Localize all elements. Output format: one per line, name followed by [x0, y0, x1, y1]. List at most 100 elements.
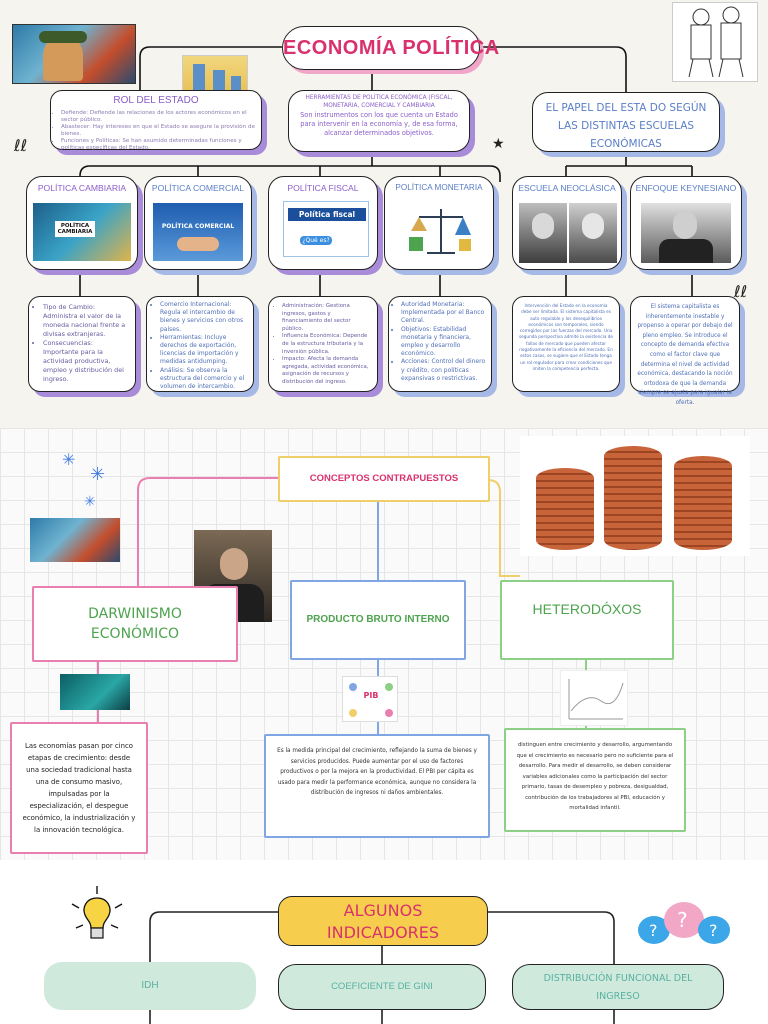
politica-monetaria-desc: Autoridad Monetaria: Implementada por el… [388, 296, 492, 392]
indicador-idh-label: IDH [141, 980, 159, 991]
darwinismo-desc: Las economías pasan por cinco etapas de … [10, 722, 148, 854]
rol-estado-box: ROL DEL ESTADO Defiende: Defiende las re… [50, 90, 262, 152]
heterodoxos-text: distinguen entre crecimiento y desarroll… [516, 742, 674, 811]
indicador-distribucion: DISTRIBUCIÓN FUNCIONAL DEL INGRESO [512, 964, 724, 1010]
politica-comercial-card: POLÍTICA COMERCIAL POLÍTICA COMERCIAL [144, 176, 252, 270]
politica-cambiaria-image: POLÍTICA CAMBIARIA [33, 203, 131, 261]
politica-fiscal-title: POLÍTICA FISCAL [287, 183, 359, 193]
svg-text:?: ? [677, 908, 688, 932]
indicador-distribucion-label: DISTRIBUCIÓN FUNCIONAL DEL INGRESO [543, 973, 693, 1002]
chart-sketch-image [560, 670, 628, 726]
politica-comercial-title: POLÍTICA COMERCIAL [151, 183, 245, 193]
list-item: Autoridad Monetaria: Implementada por el… [401, 301, 487, 326]
economist-portrait-image [519, 203, 567, 263]
economist-portrait-image [569, 203, 617, 263]
indicador-gini: COEFICIENTE DE GINI [278, 964, 486, 1010]
list-item: Administración: Gestiona ingresos, gasto… [282, 303, 372, 333]
star-icon: ★ [492, 136, 505, 152]
list-item: Comercio Internacional: Regula el interc… [160, 301, 248, 334]
indicador-idh: IDH [44, 962, 256, 1010]
list-item: Análisis: Se observa la estructura del c… [160, 367, 248, 392]
escuela-neoclasica-card: ESCUELA NEOCLÁSICA [512, 176, 622, 270]
enfoque-keynesiano-card: ENFOQUE KEYNESIANO [630, 176, 742, 270]
svg-text:?: ? [709, 921, 718, 940]
conceptos-title-box: CONCEPTOS CONTRAPUESTOS [278, 456, 490, 502]
protest-mural-image [12, 24, 136, 84]
rol-estado-title: ROL DEL ESTADO [113, 95, 199, 106]
heterodoxos-box: HETERODÓXOS [500, 580, 674, 660]
swirl-icon: ℓℓ [14, 136, 28, 155]
svg-text:?: ? [649, 921, 658, 940]
list-item: Herramientas: Incluye derechos de export… [160, 334, 248, 367]
conceptos-section: ✳ ✳ ✳ CONCEPTOS CONTRAPUESTOS DARWINISMO… [0, 428, 768, 860]
pbi-box: PRODUCTO BRUTO INTERNO [290, 580, 466, 660]
pbi-desc: Es la medida principal del crecimiento, … [264, 734, 490, 838]
question-bubbles-icon: ? ? ? [638, 902, 730, 944]
escuela-neoclasica-title: ESCUELA NEOCLÁSICA [518, 183, 616, 193]
main-title-box: ECONOMÍA POLÍTICA [282, 26, 500, 70]
handshake-icon [177, 237, 219, 251]
politica-monetaria-card: POLÍTICA MONETARIA [384, 176, 494, 270]
pbi-title: PRODUCTO BRUTO INTERNO [306, 614, 450, 625]
pib-diagram-label: PIB [363, 691, 379, 700]
pbi-text: Es la medida principal del crecimiento, … [277, 748, 477, 796]
herramientas-title: HERRAMIENTAS DE POLÍTICA ECONÓMICA (FISC… [305, 95, 453, 109]
politica-fiscal-card: POLÍTICA FISCAL Política fiscal ¿Qué es? [268, 176, 378, 270]
darwinismo-box: DARWINISMO ECONÓMICO [32, 586, 238, 662]
darwinismo-title: DARWINISMO ECONÓMICO [88, 606, 182, 642]
politica-comercial-desc: Comercio Internacional: Regula el interc… [146, 296, 254, 392]
conceptos-title: CONCEPTOS CONTRAPUESTOS [309, 473, 459, 484]
rol-estado-item: Defiende: Defiende las relaciones de los… [61, 110, 261, 124]
rol-estado-item: Abastecer: Hay intereses en que el Estad… [61, 124, 261, 138]
politica-fiscal-desc: Administración: Gestiona ingresos, gasto… [268, 296, 378, 392]
politica-cambiaria-image-label: POLÍTICA CAMBIARIA [55, 221, 95, 237]
list-item: Acciones: Control del dinero y crédito, … [401, 358, 487, 383]
escuela-neoclasica-text: Intervención del Estado en la economía d… [519, 303, 614, 371]
indicadores-title: ALGUNOS INDICADORES [326, 901, 440, 942]
sparkle-icon: ✳ [84, 494, 96, 510]
chart-sketch-icon [568, 679, 624, 720]
politica-cambiaria-card: POLÍTICA CAMBIARIA POLÍTICA CAMBIARIA [26, 176, 138, 270]
list-item: Tipo de Cambio: Administra el valor de l… [43, 303, 129, 339]
politica-comercial-image-label: POLÍTICA COMERCIAL [161, 223, 235, 230]
indicadores-title-box: ALGUNOS INDICADORES [278, 896, 488, 946]
politica-cambiaria-desc: Tipo de Cambio: Administra el valor de l… [28, 296, 136, 392]
cartoon-sketch-image [672, 2, 758, 82]
herramientas-text: Son instrumentos con los que cuenta un E… [300, 111, 458, 137]
heterodoxos-title: HETERODÓXOS [532, 601, 642, 617]
list-item: Objetivos: Estabilidad monetaria y finan… [401, 326, 487, 359]
main-title: ECONOMÍA POLÍTICA [283, 37, 500, 59]
enfoque-keynesiano-text: El sistema capitalista es inherentemente… [637, 304, 733, 406]
indicador-gini-label: COEFICIENTE DE GINI [331, 981, 433, 992]
list-item: Consecuencias: Importante para la activi… [43, 339, 129, 384]
connector-lines [79, 46, 693, 300]
coin-stacks-image [520, 436, 750, 556]
balance-scale-icon [409, 209, 471, 254]
connector-lines [149, 911, 615, 1024]
protest-mural-image [30, 518, 120, 562]
escuela-neoclasica-desc: Intervención del Estado en la economía d… [512, 296, 620, 392]
rol-estado-list: Defiende: Defiende las relaciones de los… [51, 110, 261, 152]
list-item: Influencia Económica: Depende de la estr… [282, 333, 372, 356]
rol-estado-item: Funciones y Políticas: Se han asumido de… [61, 138, 261, 152]
papel-estado-box: EL PAPEL DEL ESTA DO SEGÚN LAS DISTINTAS… [532, 92, 720, 152]
darwinismo-text: Las economías pasan por cinco etapas de … [22, 742, 136, 834]
keynes-portrait-image [641, 203, 731, 263]
sparkle-icon: ✳ [62, 450, 76, 469]
swirl-icon: ℓℓ [734, 282, 748, 301]
enfoque-keynesiano-desc: El sistema capitalista es inherentemente… [630, 296, 740, 406]
politica-comercial-image: POLÍTICA COMERCIAL [153, 203, 243, 261]
politica-comercial-list: Comercio Internacional: Regula el interc… [150, 301, 248, 391]
heterodoxos-desc: distinguen entre crecimiento y desarroll… [504, 728, 686, 832]
politica-fiscal-list: Administración: Gestiona ingresos, gasto… [272, 303, 372, 387]
herramientas-box: HERRAMIENTAS DE POLÍTICA ECONÓMICA (FISC… [288, 90, 470, 152]
digital-hand-image [60, 674, 130, 710]
politica-fiscal-image: Política fiscal ¿Qué es? [283, 201, 369, 257]
cartoon-sketch-icon [688, 6, 744, 78]
indicadores-section: ? ? ? ALGUNOS INDICADORES IDH COEFICIENT… [0, 860, 768, 1024]
politica-cambiaria-title: POLÍTICA CAMBIARIA [37, 183, 127, 193]
list-item: Impacto: Afecta la demanda agregada, act… [282, 356, 372, 386]
lightbulb-icon [71, 886, 123, 939]
politica-monetaria-title: POLÍTICA MONETARIA [395, 183, 483, 192]
economia-politica-section: ECONOMÍA POLÍTICA ROL DEL ESTADO Defiend… [0, 0, 768, 428]
